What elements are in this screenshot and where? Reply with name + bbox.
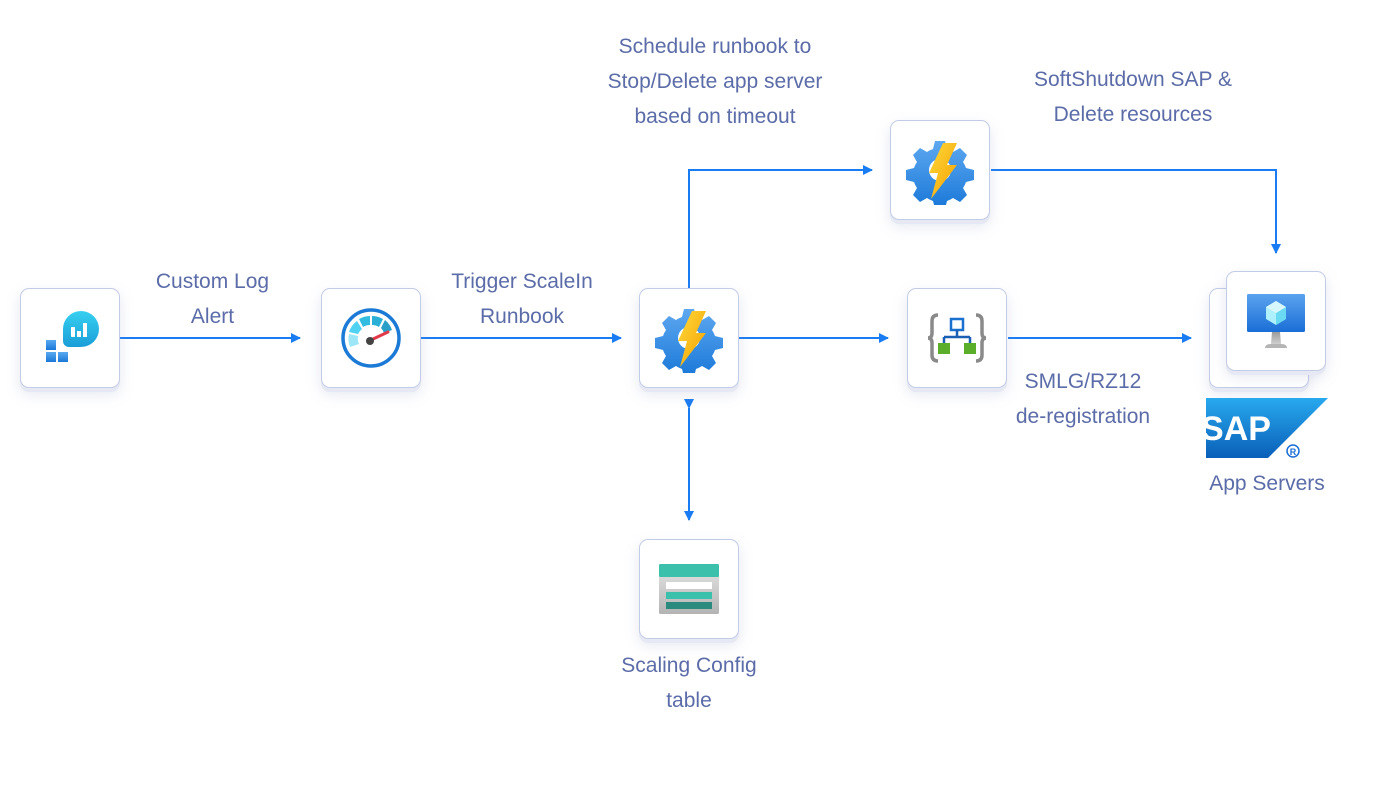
monitor-gauge-icon [341, 308, 401, 368]
storage-table-icon [659, 564, 719, 614]
node-logic-app[interactable] [907, 288, 1007, 388]
label-line: SMLG/RZ12 [1024, 370, 1142, 393]
svg-text:R: R [1290, 447, 1297, 457]
label-line: Stop/Delete app server [607, 70, 823, 93]
label-line: Trigger ScaleIn [451, 270, 593, 293]
label-softshutdown: SoftShutdown SAP & Delete resources [1003, 62, 1263, 132]
node-storage-table[interactable] [639, 539, 739, 639]
label-smlg-deregistration: SMLG/RZ12 de-registration [993, 364, 1173, 434]
automation-account-icon [906, 141, 974, 205]
sap-logo-text: SAP [1206, 410, 1271, 448]
log-analytics-icon [46, 311, 99, 362]
label-app-servers: App Servers [1187, 466, 1347, 501]
label-line: table [666, 689, 712, 712]
label-line: Custom Log [155, 270, 270, 293]
edge-automation-to-scheduled [688, 165, 873, 288]
node-automation-scheduled[interactable] [890, 120, 990, 220]
label-line: Schedule runbook to [618, 35, 812, 58]
label-line: App Servers [1209, 472, 1325, 495]
label-custom-log-alert: Custom Log Alert [120, 264, 305, 334]
node-log-analytics[interactable] [20, 288, 120, 388]
label-line: Runbook [479, 305, 565, 328]
label-trigger-scalein: Trigger ScaleIn Runbook [422, 264, 622, 334]
edge-scheduled-to-appservers [991, 169, 1281, 254]
node-alert-monitor[interactable] [321, 288, 421, 388]
label-scaling-config: Scaling Config table [589, 648, 789, 718]
automation-account-icon [655, 309, 723, 373]
logic-app-icon [927, 313, 987, 363]
label-schedule-runbook: Schedule runbook to Stop/Delete app serv… [565, 29, 865, 134]
label-line: based on timeout [634, 105, 796, 128]
sap-logo: SAP R [1201, 398, 1328, 458]
node-automation-scalein[interactable] [639, 288, 739, 388]
label-line: Delete resources [1053, 103, 1213, 126]
label-line: Alert [190, 305, 235, 328]
label-line: SoftShutdown SAP & [1033, 68, 1233, 91]
node-app-servers[interactable] [1226, 271, 1326, 371]
label-line: de-registration [1015, 405, 1151, 428]
label-line: Scaling Config [621, 654, 757, 677]
virtual-machine-icon [1247, 294, 1305, 348]
